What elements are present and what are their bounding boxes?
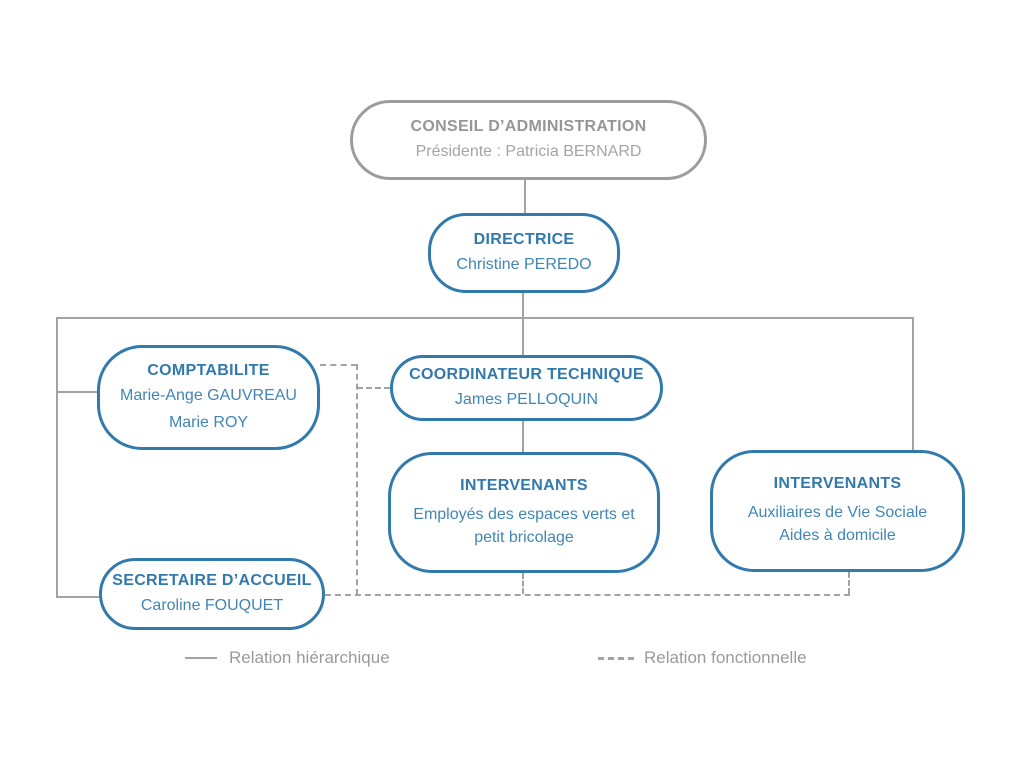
node-line2: petit bricolage bbox=[474, 528, 574, 546]
legend-hierarchical-label: Relation hiérarchique bbox=[229, 648, 390, 667]
node-subtitle: James PELLOQUIN bbox=[454, 390, 599, 408]
node-title: CONSEIL D’ADMINISTRATION bbox=[410, 117, 647, 135]
node-line1: Auxiliaires de Vie Sociale bbox=[747, 504, 928, 521]
node-line2: Marie ROY bbox=[168, 413, 249, 431]
node-title: SECRETAIRE D’ACCUEIL bbox=[112, 571, 312, 589]
connector-stub-comptabilite bbox=[57, 391, 97, 393]
node-title: COORDINATEUR TECHNIQUE bbox=[409, 365, 644, 383]
node-title: INTERVENANTS bbox=[460, 476, 588, 494]
connector-stub-secretaire bbox=[57, 596, 99, 598]
connector-directrice-coordinateur bbox=[522, 293, 524, 355]
dashed-intervenants-social-riser bbox=[848, 572, 850, 594]
connector-conseil-directrice bbox=[524, 180, 526, 213]
node-intervenants-techniques: INTERVENANTS Employés des espaces verts … bbox=[388, 452, 660, 573]
node-directrice: DIRECTRICE Christine PEREDO bbox=[428, 213, 620, 293]
node-line1: Employés des espaces verts et bbox=[413, 505, 635, 523]
dashed-line-swatch-icon bbox=[598, 656, 634, 660]
node-subtitle: Caroline FOUQUET bbox=[140, 596, 284, 614]
dashed-bottom-horizontal bbox=[325, 594, 850, 596]
node-subtitle: Christine PEREDO bbox=[456, 255, 592, 273]
connector-right-vertical bbox=[912, 317, 914, 451]
node-title: COMPTABILITE bbox=[147, 361, 270, 379]
node-line2: Aides à domicile bbox=[779, 527, 896, 544]
dashed-comptabilite-out bbox=[320, 364, 357, 366]
node-title: DIRECTRICE bbox=[473, 230, 575, 248]
legend-functional-label: Relation fonctionnelle bbox=[644, 648, 807, 667]
legend-functional: Relation fonctionnelle bbox=[598, 648, 807, 668]
solid-line-swatch-icon bbox=[185, 657, 217, 659]
connector-main-horizontal bbox=[57, 317, 914, 319]
node-comptabilite: COMPTABILITE Marie-Ange GAUVREAU Marie R… bbox=[97, 345, 320, 450]
node-secretaire-accueil: SECRETAIRE D’ACCUEIL Caroline FOUQUET bbox=[99, 558, 325, 630]
node-conseil-administration: CONSEIL D’ADMINISTRATION Présidente : Pa… bbox=[350, 100, 707, 180]
dashed-intervenants-tech-riser bbox=[522, 573, 524, 594]
node-title: INTERVENANTS bbox=[773, 475, 902, 492]
node-intervenants-sociaux: INTERVENANTS Auxiliaires de Vie Sociale … bbox=[710, 450, 965, 572]
connector-coordinateur-intervenants bbox=[522, 421, 524, 452]
dashed-mid-vertical bbox=[356, 364, 358, 595]
node-coordinateur-technique: COORDINATEUR TECHNIQUE James PELLOQUIN bbox=[390, 355, 663, 421]
node-line1: Marie-Ange GAUVREAU bbox=[120, 386, 297, 404]
legend-hierarchical: Relation hiérarchique bbox=[185, 648, 390, 668]
connector-left-vertical bbox=[56, 317, 58, 598]
dashed-to-coordinateur bbox=[357, 387, 390, 389]
node-subtitle: Présidente : Patricia BERNARD bbox=[415, 142, 642, 160]
